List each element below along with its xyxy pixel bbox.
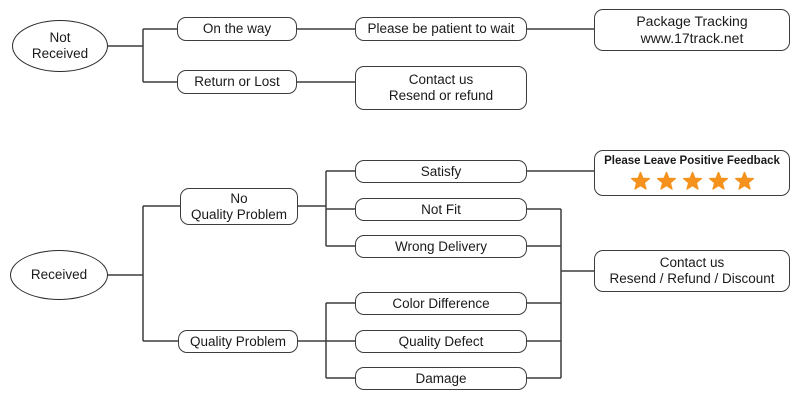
star-icon[interactable] bbox=[682, 171, 702, 191]
node-quality-problem-label: Quality Problem bbox=[189, 333, 287, 349]
node-quality-defect-label: Quality Defect bbox=[398, 333, 484, 349]
node-no-quality-problem-line1: No bbox=[230, 190, 248, 206]
star-icon[interactable] bbox=[630, 171, 650, 191]
node-wrong-delivery-label: Wrong Delivery bbox=[394, 238, 488, 254]
node-satisfy[interactable]: Satisfy bbox=[355, 160, 527, 183]
node-positive-feedback-label: Please Leave Positive Feedback bbox=[604, 155, 780, 167]
node-damage[interactable]: Damage bbox=[355, 367, 527, 390]
node-quality-problem[interactable]: Quality Problem bbox=[178, 330, 298, 353]
node-contact-us-discount-line1: Contact us bbox=[659, 255, 725, 271]
node-on-the-way-label: On the way bbox=[202, 21, 272, 37]
node-not-fit[interactable]: Not Fit bbox=[355, 198, 527, 221]
node-return-or-lost-label: Return or Lost bbox=[194, 74, 280, 90]
node-return-or-lost[interactable]: Return or Lost bbox=[177, 70, 297, 94]
node-please-be-patient-label: Please be patient to wait bbox=[367, 21, 515, 37]
star-icon[interactable] bbox=[734, 171, 754, 191]
node-contact-us-discount-line2: Resend / Refund / Discount bbox=[609, 271, 775, 286]
node-contact-us-resend-refund-discount[interactable]: Contact us Resend / Refund / Discount bbox=[594, 250, 790, 292]
node-contact-us-resend-refund[interactable]: Contact us Resend or refund bbox=[355, 66, 527, 110]
star-icon[interactable] bbox=[656, 171, 676, 191]
node-satisfy-label: Satisfy bbox=[420, 163, 462, 179]
node-package-tracking-line1: Package Tracking bbox=[636, 13, 748, 30]
node-not-received[interactable]: Not Received bbox=[12, 20, 108, 72]
node-on-the-way[interactable]: On the way bbox=[177, 17, 297, 41]
node-damage-label: Damage bbox=[415, 370, 467, 386]
star-icon[interactable] bbox=[708, 171, 728, 191]
node-not-received-label-line1: Not bbox=[49, 30, 71, 46]
node-positive-feedback[interactable]: Please Leave Positive Feedback bbox=[594, 150, 790, 196]
node-please-be-patient[interactable]: Please be patient to wait bbox=[355, 17, 527, 41]
node-no-quality-problem-line2: Quality Problem bbox=[190, 206, 288, 222]
node-not-received-label-line2: Received bbox=[31, 46, 89, 61]
node-wrong-delivery[interactable]: Wrong Delivery bbox=[355, 235, 527, 258]
node-not-fit-label: Not Fit bbox=[421, 201, 461, 217]
node-contact-us-resend-refund-line2: Resend or refund bbox=[388, 88, 494, 103]
node-color-difference[interactable]: Color Difference bbox=[355, 292, 527, 315]
node-received[interactable]: Received bbox=[10, 250, 108, 300]
node-package-tracking-url[interactable]: www.17track.net bbox=[640, 30, 744, 46]
node-received-label: Received bbox=[30, 267, 88, 283]
node-contact-us-resend-refund-line1: Contact us bbox=[408, 72, 474, 88]
star-rating[interactable] bbox=[630, 171, 754, 191]
node-quality-defect[interactable]: Quality Defect bbox=[355, 330, 527, 353]
node-package-tracking[interactable]: Package Tracking www.17track.net bbox=[594, 9, 790, 51]
node-color-difference-label: Color Difference bbox=[392, 295, 490, 311]
node-no-quality-problem[interactable]: No Quality Problem bbox=[180, 188, 298, 225]
